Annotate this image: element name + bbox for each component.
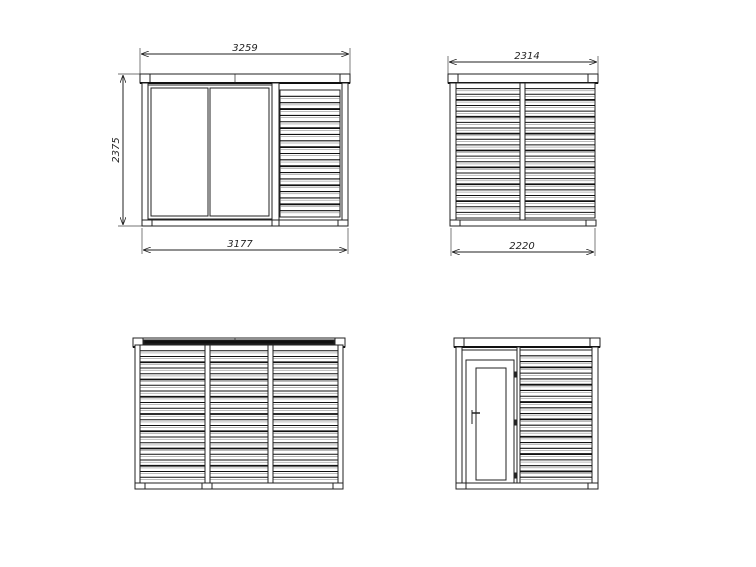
corner-post: [591, 346, 599, 484]
mid-foot: [201, 482, 213, 490]
corner-post: [341, 82, 349, 221]
base-beam: [141, 219, 349, 227]
mid-post: [519, 82, 526, 221]
corner-foot: [587, 482, 599, 490]
rear-elevation-view: [132, 337, 346, 490]
base-beam: [455, 482, 599, 490]
door-glass: [475, 367, 507, 481]
sliding-door-pane: [150, 87, 209, 217]
base-beam: [134, 482, 344, 490]
dimension-label-width-top: 3259: [232, 43, 257, 54]
mid-foot: [271, 219, 280, 227]
side-door-elevation-view: [453, 337, 601, 490]
post: [337, 344, 344, 484]
corner-post: [455, 346, 463, 484]
corner-block: [139, 73, 151, 84]
dimension-label-width-bottom: 3177: [227, 239, 253, 250]
corner-post: [141, 82, 149, 221]
roof-fascia: [447, 73, 599, 84]
corner-block: [447, 73, 459, 84]
mid-post: [271, 82, 280, 221]
roof-fascia: [139, 73, 351, 84]
corner-foot: [585, 219, 597, 227]
corner-foot: [449, 219, 461, 227]
corner-foot: [455, 482, 467, 490]
corner-block: [339, 73, 351, 84]
dimension-label-height: 2375: [111, 137, 122, 162]
post: [267, 344, 274, 484]
roof-gutter: [143, 339, 335, 345]
corner-post: [449, 82, 457, 221]
corner-foot: [134, 482, 146, 490]
corner-block: [589, 337, 601, 348]
sliding-door-pane: [209, 87, 270, 217]
dimension-label-width-top: 2314: [514, 51, 539, 62]
post: [204, 344, 211, 484]
base-beam: [449, 219, 597, 227]
roof-fascia: [453, 337, 601, 348]
corner-foot: [141, 219, 153, 227]
corner-foot: [332, 482, 344, 490]
door-hinge: [513, 419, 517, 426]
corner-block: [453, 337, 465, 348]
dimension-label-width-bottom: 2220: [509, 241, 534, 252]
post: [134, 344, 141, 484]
front-elevation-view: 3259 2375 3177: [111, 43, 351, 254]
door-hinge: [513, 472, 517, 479]
corner-foot: [337, 219, 349, 227]
side-elevation-view: 2314 2220: [447, 51, 599, 256]
louvre-panel: [519, 349, 593, 484]
door-hinge: [513, 371, 517, 378]
corner-block: [587, 73, 599, 84]
